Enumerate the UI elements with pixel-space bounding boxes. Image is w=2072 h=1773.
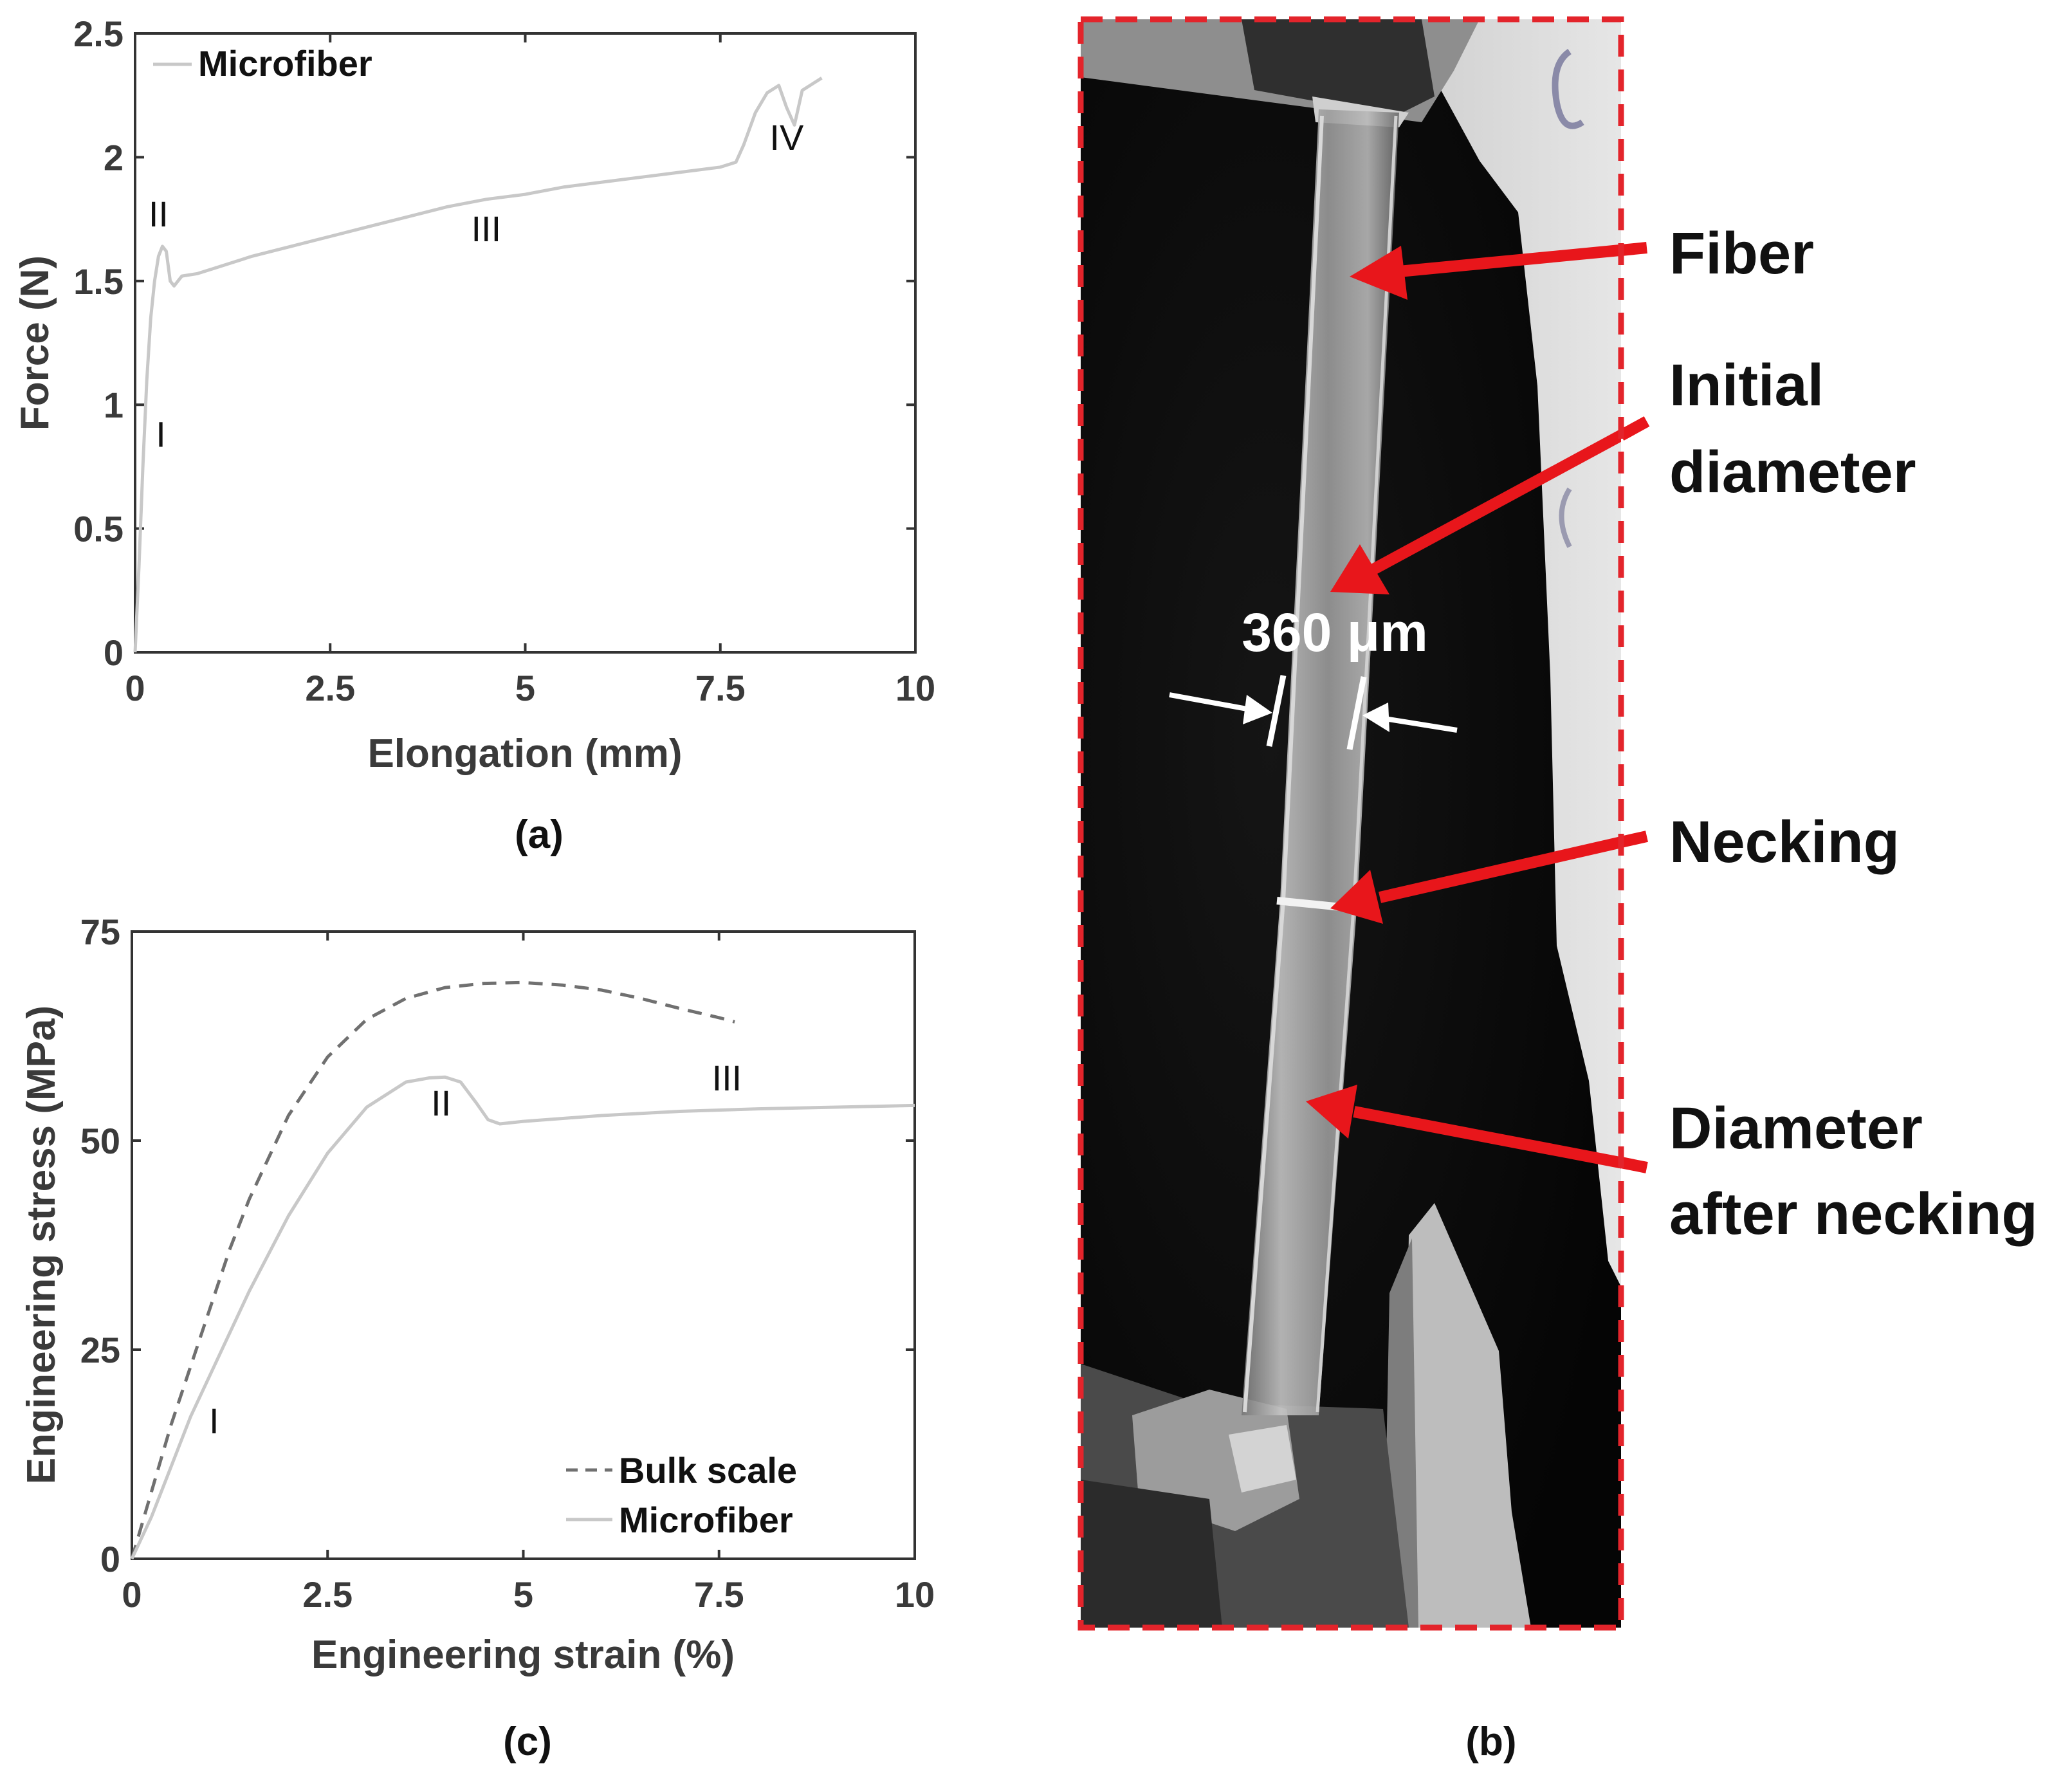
bottom-dark-block [1081,1480,1222,1628]
x-tick-label: 7.5 [694,1574,744,1615]
panel-label-a: (a) [515,813,564,857]
legend-label-microfiber: Microfiber [619,1500,793,1540]
legend: Microfiber [153,43,372,84]
y-tick-label: 1.5 [73,261,124,302]
series-group [130,980,915,1560]
y-tick-label: 0 [100,1539,120,1579]
stage-label: I [209,1401,219,1441]
x-tick-label: 10 [895,668,935,708]
scale-arrow-left [1169,692,1258,713]
scale-arrowhead-left [1243,695,1272,724]
y-axis-label: Engineering stress (MPa) [19,1006,64,1484]
plot-frame [131,930,916,1560]
callout-diameter-after-necking-line2: after necking [1669,1181,2038,1247]
fiber [1242,109,1399,1415]
x-tick-label: 0 [122,1574,142,1615]
x-tick-label: 7.5 [695,668,746,708]
stage-label: I [156,414,166,455]
x-tick-label: 5 [515,668,535,708]
x-axis-label: Engineering strain (%) [311,1633,735,1677]
x-tick-label: 2.5 [302,1574,353,1615]
y-axis-label: Force (N) [13,255,57,430]
stage-label: II [149,194,169,234]
y-ticks: 0 25 50 75 [80,912,915,1579]
series-line-microfiber [133,77,823,653]
y-tick-label: 0.5 [73,509,124,549]
x-tick-label: 10 [895,1574,935,1615]
legend: Bulk scale Microfiber [566,1450,797,1540]
fiber-photograph: 360 μm [1081,19,1621,1628]
necking-band [1276,897,1342,911]
x-tick-label: 5 [513,1574,533,1615]
bottom-clamp-shine [1229,1425,1296,1493]
lower-grip [1402,1203,1531,1628]
y-tick-label: 25 [80,1330,120,1370]
stage-label: IV [769,117,804,158]
photo-frame [1077,16,1624,1631]
callout-diameter-after-necking-line1: Diameter [1669,1096,1923,1161]
scale-label: 360 μm [1242,602,1428,663]
scale-arrowhead-right [1362,703,1389,732]
series-group [133,77,823,653]
stage-label: III [472,208,502,249]
top-clamp-jaw [1242,19,1435,116]
stage-label: III [712,1058,742,1098]
scale-arrow-right [1376,715,1458,733]
callout-arrow-tails [1618,242,1650,1173]
paper-sheet [1402,19,1621,1287]
callout-initial-diameter-line1: Initial [1669,353,1824,418]
x-ticks: 0 2.5 5 7.5 10 [122,932,935,1615]
y-tick-label: 2.5 [73,14,124,54]
callout-initial-diameter-line2: diameter [1669,439,1916,505]
y-tick-label: 1 [104,385,124,425]
paper-marking [1552,48,1584,129]
paper-marking [1559,487,1572,548]
series-line-microfiber [130,1075,915,1560]
legend-label-microfiber: Microfiber [198,43,372,84]
stage-label: II [431,1083,451,1123]
x-ticks: 0 2.5 5 7.5 10 [125,33,935,708]
panel-label-c: (c) [503,1720,552,1764]
scale-bar-right-tick [1346,676,1367,750]
series-line-bulk-scale [130,980,735,1559]
x-tick-label: 0 [125,668,145,708]
y-tick-label: 75 [80,912,120,952]
y-tick-label: 2 [104,137,124,178]
x-axis-label: Elongation (mm) [367,731,682,776]
scale-bar-left-tick [1266,675,1287,747]
x-tick-label: 2.5 [305,668,355,708]
callout-fiber: Fiber [1669,221,1814,286]
y-tick-label: 50 [80,1121,120,1161]
panel-label-b: (b) [1465,1720,1516,1764]
y-tick-label: 0 [104,632,124,673]
callout-arrowheads [1306,246,1407,1139]
y-ticks: 0 0.5 1 1.5 2 2.5 [73,14,915,673]
callout-necking: Necking [1669,809,1900,875]
legend-label-bulk-scale: Bulk scale [619,1450,797,1491]
callout-arrows [1353,244,1621,1169]
